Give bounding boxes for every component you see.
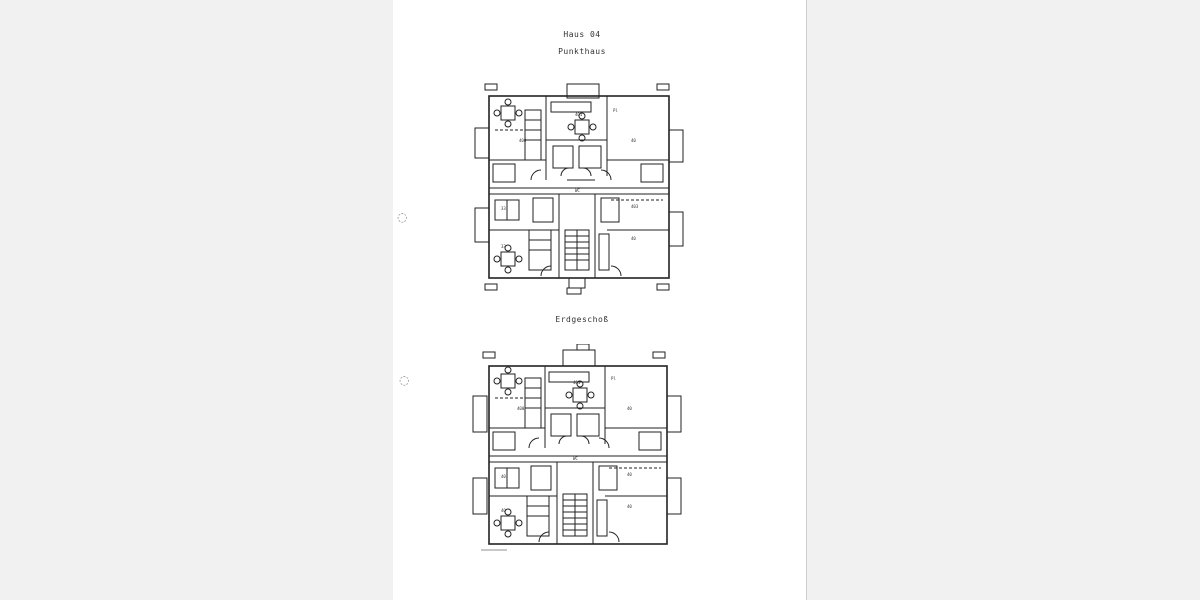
floor-plan-ground: Pl 40 40 40 40 40 WC 400 401 bbox=[467, 344, 687, 559]
svg-text:400: 400 bbox=[517, 406, 525, 411]
punch-hole-mark: ◌ bbox=[399, 373, 410, 387]
svg-text:33: 33 bbox=[501, 244, 506, 249]
punch-hole-mark: ◌ bbox=[397, 210, 408, 224]
svg-text:40: 40 bbox=[631, 236, 636, 241]
svg-text:40: 40 bbox=[501, 508, 506, 513]
svg-text:401: 401 bbox=[573, 380, 581, 385]
plan-title-top: Punkthaus bbox=[558, 47, 606, 56]
svg-text:WC: WC bbox=[573, 456, 578, 461]
plan-title-bottom: Erdgeschoß bbox=[555, 315, 609, 324]
svg-text:Pl: Pl bbox=[611, 376, 616, 381]
svg-text:Pl: Pl bbox=[613, 108, 618, 113]
svg-text:40: 40 bbox=[501, 474, 506, 479]
document-page: ◌ ◌ Haus 04 Punkthaus bbox=[393, 0, 807, 600]
svg-text:400: 400 bbox=[519, 138, 527, 143]
house-title: Haus 04 bbox=[563, 30, 601, 39]
svg-text:40: 40 bbox=[627, 504, 632, 509]
svg-text:WC: WC bbox=[575, 188, 580, 193]
svg-text:40: 40 bbox=[627, 472, 632, 477]
floor-plan-top: Pl 40 403 40 33 33 WC 400 401 bbox=[471, 80, 691, 295]
svg-text:401: 401 bbox=[575, 112, 583, 117]
svg-text:33: 33 bbox=[501, 206, 506, 211]
svg-text:40: 40 bbox=[631, 138, 636, 143]
svg-text:403: 403 bbox=[631, 204, 639, 209]
svg-text:40: 40 bbox=[627, 406, 632, 411]
